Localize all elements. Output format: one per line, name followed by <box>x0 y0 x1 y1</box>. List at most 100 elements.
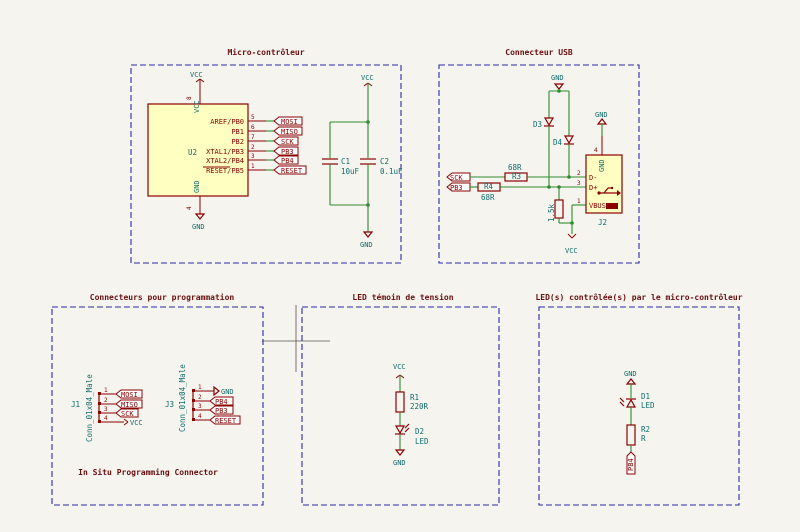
gnd-symbol-usb-top[interactable]: GND <box>551 74 565 90</box>
svg-text:VCC: VCC <box>190 71 203 79</box>
junction-dot <box>366 120 370 124</box>
net-label-sck-j1[interactable]: SCK <box>115 408 139 418</box>
prog-sheet-frame <box>51 306 264 506</box>
svg-text:6: 6 <box>251 124 255 131</box>
svg-text:Conn_01x04_Male: Conn_01x04_Male <box>85 374 94 442</box>
svg-text:2: 2 <box>104 397 108 404</box>
svg-text:GND: GND <box>221 388 234 396</box>
net-label-pb3-usb[interactable]: PB3 <box>446 182 471 192</box>
zener-diode-d3[interactable]: D3 <box>533 117 555 129</box>
svg-text:220R: 220R <box>410 402 429 411</box>
resistor-r3[interactable]: R3 68R <box>504 163 528 182</box>
resistor-r2[interactable]: R2 R <box>626 424 650 446</box>
u2-pin-wires: 5 6 7 2 3 1 <box>248 114 274 171</box>
gnd-symbol-u2[interactable]: 4 GND <box>186 196 206 231</box>
u2-vcc-pin-num: 8 <box>186 96 193 100</box>
svg-text:1: 1 <box>198 384 202 391</box>
svg-text:4: 4 <box>104 415 108 422</box>
svg-text:GND: GND <box>551 74 564 82</box>
net-label-miso[interactable]: MISO <box>273 126 303 136</box>
svg-text:R1: R1 <box>410 393 419 402</box>
junction-dot <box>570 221 574 225</box>
svg-text:MOSI: MOSI <box>281 118 298 126</box>
net-label-reset-j3[interactable]: RESET <box>209 415 241 425</box>
svg-text:MOSI: MOSI <box>121 391 138 399</box>
svg-text:D1: D1 <box>641 392 650 401</box>
svg-text:D3: D3 <box>533 120 542 129</box>
gnd-symbol-j3[interactable]: GND <box>213 385 234 397</box>
vcc-symbol-j1[interactable]: VCC <box>123 418 143 427</box>
net-label-pb3-j3[interactable]: PB3 <box>209 405 234 415</box>
isp-connector-j1[interactable]: J1 Conn_01x04_Male 1 2 3 4 <box>71 374 124 442</box>
net-label-pb4-led[interactable]: PB4 <box>626 451 636 475</box>
svg-text:GND: GND <box>393 459 406 467</box>
gnd-symbol-led-mcu[interactable]: GND <box>624 370 637 385</box>
gnd-symbol-usb-j2[interactable]: GND <box>595 111 608 125</box>
isp-note: In Situ Programming Connector <box>78 467 218 477</box>
usb-connector-j2[interactable]: 4 GND D- D+ VBUS 2 3 1 J2 <box>577 136 623 227</box>
svg-text:5: 5 <box>251 114 255 121</box>
u2-pin-name: RESET/PB5 <box>206 167 244 175</box>
svg-text:R3: R3 <box>512 172 521 181</box>
gnd-symbol-led-power[interactable]: GND <box>393 449 406 467</box>
u2-pin-name: PB1 <box>231 128 244 136</box>
svg-text:D4: D4 <box>553 138 563 147</box>
j1-net-labels: MOSI MISO SCK VCC <box>115 389 143 427</box>
u2-pin-name: PB2 <box>231 138 244 146</box>
svg-text:4: 4 <box>198 413 202 420</box>
capacitor-c2[interactable]: C2 0.1uF <box>360 157 403 176</box>
u2-ref: U2 <box>188 148 197 157</box>
svg-text:Conn_01x04_Male: Conn_01x04_Male <box>178 364 187 432</box>
svg-text:PB3: PB3 <box>215 407 228 415</box>
net-label-pb4-j3[interactable]: PB4 <box>209 396 234 406</box>
svg-text:GND: GND <box>360 241 373 249</box>
resistor-r5[interactable]: 1.5k <box>547 199 564 222</box>
net-label-pb3[interactable]: PB3 <box>273 146 299 156</box>
svg-text:VCC: VCC <box>130 419 143 427</box>
isp-connector-j3[interactable]: J3 Conn_01x04_Male 1 2 3 4 <box>165 364 214 432</box>
capacitor-c1[interactable]: C1 10uF <box>322 157 360 176</box>
svg-text:SCK: SCK <box>450 174 463 182</box>
svg-text:0.1uF: 0.1uF <box>380 167 403 176</box>
svg-text:3: 3 <box>251 153 255 160</box>
svg-text:2: 2 <box>577 170 581 177</box>
vcc-symbol-caps[interactable]: VCC <box>361 74 374 87</box>
vcc-symbol-usb[interactable]: VCC <box>565 233 578 255</box>
vcc-symbol-led-power[interactable]: VCC <box>393 363 406 379</box>
zener-diode-d4[interactable]: D4 <box>553 135 575 147</box>
u2-attiny[interactable]: VCC GND U2 AREF/PB0 PB1 PB2 XTAL1/PB3 XT… <box>147 100 249 197</box>
svg-text:68R: 68R <box>508 163 522 172</box>
svg-text:D+: D+ <box>589 184 597 192</box>
svg-text:RESET: RESET <box>215 417 237 425</box>
net-label-mosi[interactable]: MOSI <box>273 116 303 126</box>
svg-text:GND: GND <box>598 159 606 172</box>
u2-vcc-pin-name: VCC <box>193 100 201 113</box>
gnd-symbol-caps[interactable]: GND <box>360 231 374 249</box>
junction-dot <box>567 175 571 179</box>
svg-text:PB4: PB4 <box>281 157 294 165</box>
svg-text:SCK: SCK <box>281 138 294 146</box>
net-label-sck-usb[interactable]: SCK <box>446 172 471 182</box>
led-d1[interactable]: D1 LED <box>619 392 655 410</box>
svg-text:J2: J2 <box>598 218 607 227</box>
resistor-r1[interactable]: R1 220R <box>395 391 429 413</box>
svg-text:GND: GND <box>595 111 608 119</box>
svg-text:D-: D- <box>589 174 597 182</box>
u2-gnd-pin-num: 4 <box>186 206 193 210</box>
resistor-r4[interactable]: R4 68R <box>477 182 501 202</box>
net-label-reset[interactable]: RESET <box>273 165 307 175</box>
net-label-sck[interactable]: SCK <box>273 136 299 146</box>
junction-dot <box>366 203 370 207</box>
svg-text:LED: LED <box>415 437 429 446</box>
micro-sheet-title: Micro-contrôleur <box>227 47 304 57</box>
svg-text:VBUS: VBUS <box>589 202 606 210</box>
svg-text:PB4: PB4 <box>215 398 228 406</box>
svg-text:7: 7 <box>251 134 255 141</box>
net-label-mosi-j1[interactable]: MOSI <box>115 389 143 399</box>
vcc-symbol-u2[interactable]: VCC 8 <box>186 71 205 104</box>
net-label-pb4[interactable]: PB4 <box>273 155 299 165</box>
svg-text:J3: J3 <box>165 400 174 409</box>
net-label-miso-j1[interactable]: MISO <box>115 399 143 409</box>
